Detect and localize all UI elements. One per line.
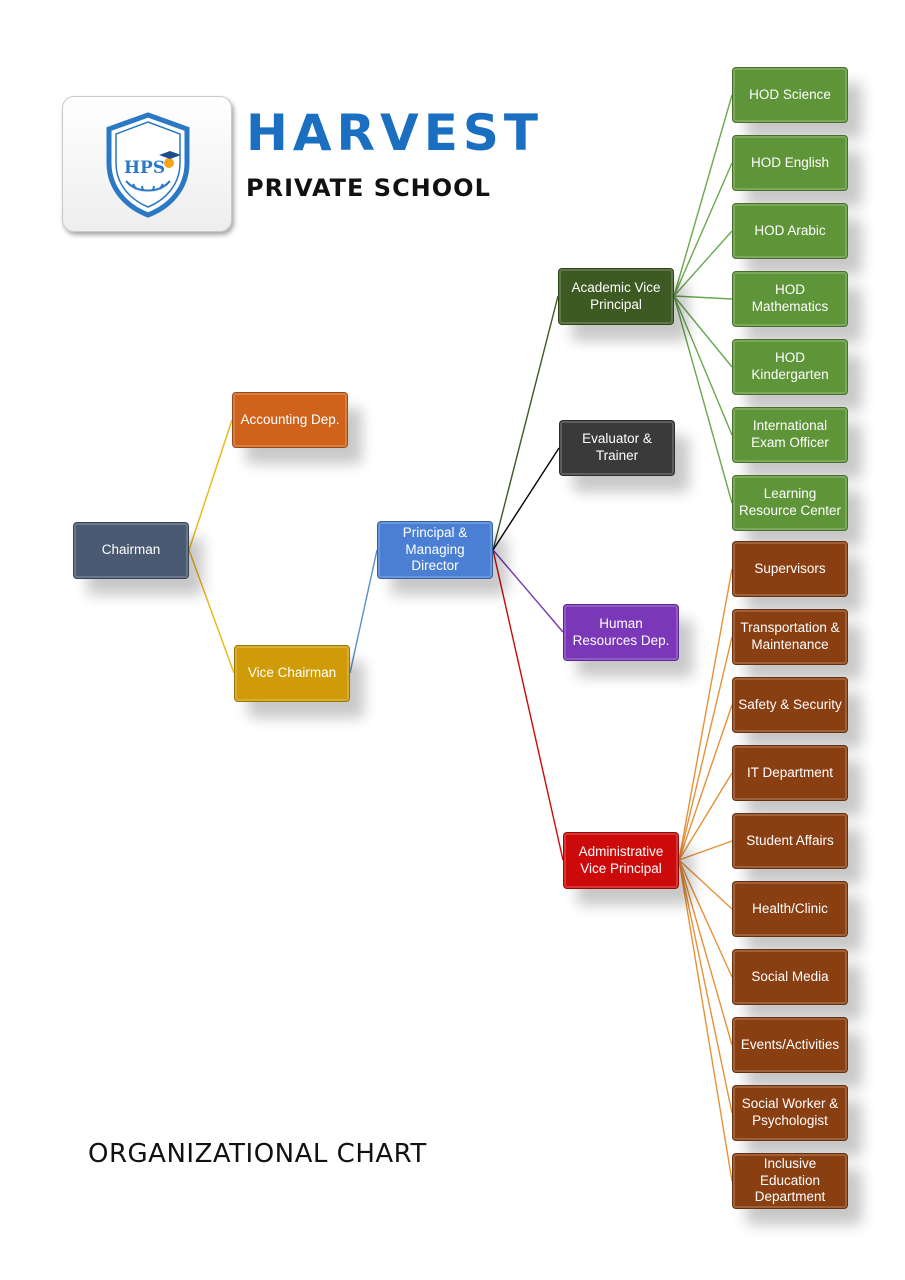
connector-academic-dept <box>673 94 733 297</box>
dept-supervisors: Supervisors <box>732 541 848 597</box>
connector-admin-dept <box>678 859 733 910</box>
dept-social-media: Social Media <box>732 949 848 1005</box>
connector-principal-academic <box>492 295 559 551</box>
connector-academic-dept <box>673 230 733 297</box>
dept-international-exam-officer: International Exam Officer <box>732 407 848 463</box>
connector-principal-hr <box>492 549 564 633</box>
svg-text:HPS: HPS <box>124 158 165 178</box>
dept-hod-science: HOD Science <box>732 67 848 123</box>
connector-admin-dept <box>678 859 733 978</box>
connector-admin-dept <box>678 840 733 861</box>
connector-principal-admin <box>492 549 564 861</box>
connector-admin-dept <box>678 568 733 861</box>
connector-chairman-vice-chairman <box>188 549 235 674</box>
node-admin-vp: Administrative Vice Principal <box>563 832 679 889</box>
brand-name: HARVEST <box>246 104 544 162</box>
dept-hod-english: HOD English <box>732 135 848 191</box>
connector-admin-dept <box>678 859 733 1114</box>
connector-chairman-accounting <box>188 419 233 551</box>
connector-admin-dept <box>678 859 733 1046</box>
dept-safety-security: Safety & Security <box>732 677 848 733</box>
node-principal: Principal & Managing Director <box>377 521 493 579</box>
connector-admin-dept <box>678 636 733 861</box>
connector-academic-dept <box>673 162 733 297</box>
connector-academic-dept <box>673 295 733 436</box>
node-human-resources: Human Resources Dep. <box>563 604 679 661</box>
node-accounting: Accounting Dep. <box>232 392 348 448</box>
connector-admin-dept <box>678 704 733 861</box>
dept-learning-resource-center: Learning Resource Center <box>732 475 848 531</box>
connector-vice-chairman-principal <box>349 549 378 674</box>
dept-inclusive-education: Inclusive Education Department <box>732 1153 848 1209</box>
dept-social-worker-psychologist: Social Worker & Psychologist <box>732 1085 848 1141</box>
dept-events-activities: Events/Activities <box>732 1017 848 1073</box>
dept-transportation-maintenance: Transportation & Maintenance <box>732 609 848 665</box>
shield-logo-icon: HPS <box>106 112 190 218</box>
dept-hod-kindergarten: HOD Kindergarten <box>732 339 848 395</box>
connector-admin-dept <box>678 859 733 1182</box>
connector-principal-evaluator <box>492 447 560 551</box>
node-academic-vp: Academic Vice Principal <box>558 268 674 325</box>
connector-admin-dept <box>678 772 733 861</box>
chart-title: ORGANIZATIONAL CHART <box>88 1139 427 1169</box>
dept-hod-arabic: HOD Arabic <box>732 203 848 259</box>
node-evaluator: Evaluator & Trainer <box>559 420 675 476</box>
connector-academic-dept <box>673 295 733 504</box>
dept-hod-mathematics: HOD Mathematics <box>732 271 848 327</box>
dept-student-affairs: Student Affairs <box>732 813 848 869</box>
connector-academic-dept <box>673 295 733 300</box>
node-vice-chairman: Vice Chairman <box>234 645 350 702</box>
brand-subtitle: PRIVATE SCHOOL <box>246 174 491 202</box>
dept-health-clinic: Health/Clinic <box>732 881 848 937</box>
school-logo: HPS <box>62 96 232 232</box>
connector-academic-dept <box>673 295 733 368</box>
dept-it-department: IT Department <box>732 745 848 801</box>
node-chairman: Chairman <box>73 522 189 579</box>
